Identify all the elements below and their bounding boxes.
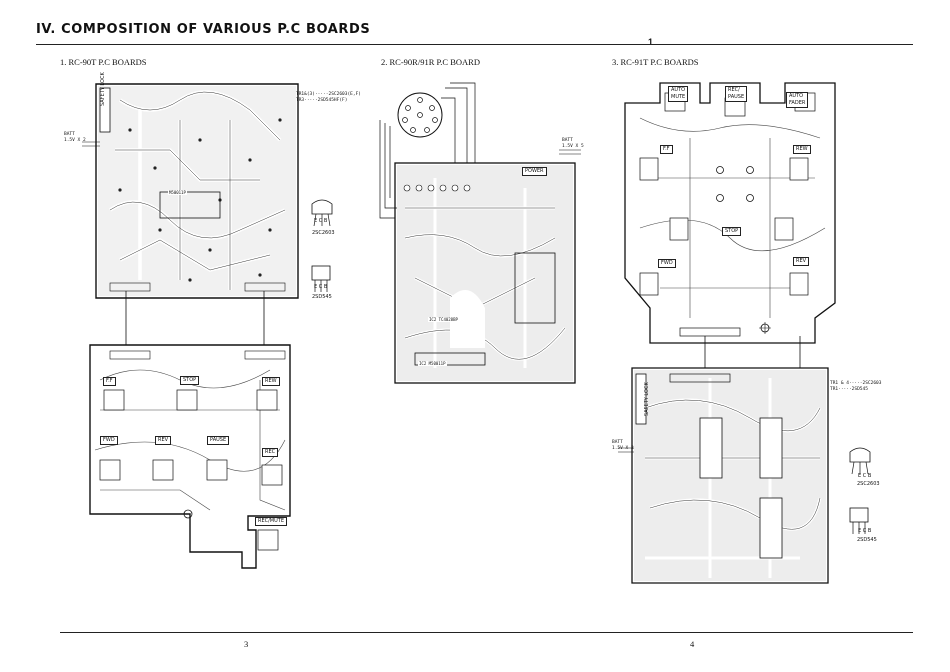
board1-tr-label-2: 2SD545: [312, 294, 332, 300]
footer-rule-left: [60, 632, 480, 633]
board1-button-rew: REW: [262, 377, 280, 386]
board1-ic-label: M50011P: [168, 190, 187, 195]
board3-tr-pins-1: E C B: [858, 473, 872, 479]
section-label-1: 1. RC-90T P.C BOARDS: [60, 57, 147, 67]
board1-tr-pins-2: E C B: [314, 284, 328, 290]
board3-button-fwd: FWD: [658, 259, 676, 268]
board3-transistor-note: TR1 & 4·····2SC2603 TR1·····2SD545: [830, 381, 882, 392]
board2-battery-label: BATT 1.5V X 5: [562, 138, 584, 149]
board1-battery-label: BATT 1.5V X 2: [64, 132, 86, 143]
rc90r-main-board: [379, 82, 581, 384]
board3-button-rew: REW: [793, 145, 811, 154]
board1-button-stop: STOP: [180, 376, 200, 385]
board1-tr-label-1: 2SC2603: [312, 230, 335, 236]
board3-button-rev: REV: [793, 257, 810, 266]
board3-button-auto-mute: AUTO MUTE: [668, 86, 689, 102]
transistor-2sd545: [849, 507, 869, 534]
transistor-2sc2603: [311, 199, 333, 227]
board1-safety-lock-label: SAFETY LOCK: [100, 72, 106, 106]
rc91t-main-board: [618, 82, 871, 584]
board3-safety-lock-label: SAFETY LOCK: [644, 382, 650, 416]
transistor-2sc2603: [849, 447, 871, 475]
corner-mark: 1: [648, 37, 654, 47]
board3-button-auto-fader: AUTO FADER: [786, 92, 809, 108]
section-label-3: 3. RC-91T P.C BOARDS: [612, 57, 699, 67]
board1-button-rec: REC: [262, 448, 279, 457]
board1-transistor-note: TR1&(3)·····2SC2603(E,F) TR3·····2SD545H…: [296, 92, 362, 103]
board2-ic-tc4028bp: IC2 TC4028BP: [428, 317, 459, 322]
board3-button-stop: STOP: [722, 227, 742, 236]
header-rule: [36, 44, 913, 45]
page-number-left: 3: [244, 639, 249, 649]
board1-button-rec-mute: REC/MUTE: [255, 517, 287, 526]
board1-button-pause: PAUSE: [207, 436, 230, 445]
page-number-right: 4: [690, 639, 695, 649]
board2-ic-m50011p: IC2 M50011P: [418, 361, 447, 366]
rc90t-main-board: [82, 83, 333, 569]
footer-rule-right: [480, 632, 913, 633]
section-label-2: 2. RC-90R/91R P.C BOARD: [381, 57, 480, 67]
board3-button-rec-pause: REC/ PAUSE: [725, 86, 748, 102]
transistor-2sd545: [311, 265, 331, 292]
board3-tr-pins-2: E C B: [858, 528, 872, 534]
board3-button-ff: F.F: [660, 145, 673, 154]
board1-tr-pins-1: E C B: [314, 218, 328, 224]
board3-battery-label: BATT 1.5V X 2: [612, 440, 634, 451]
board3-tr-label-2: 2SD545: [857, 537, 877, 543]
board1-button-fwd: FWD: [100, 436, 118, 445]
board3-tr-label-1: 2SC2603: [857, 481, 880, 487]
page-title: IV. COMPOSITION OF VARIOUS P.C BOARDS: [36, 22, 371, 37]
board2-power-label: POWER: [522, 167, 547, 176]
board1-button-ff: F.F: [103, 377, 116, 386]
board1-button-rev: REV: [155, 436, 172, 445]
